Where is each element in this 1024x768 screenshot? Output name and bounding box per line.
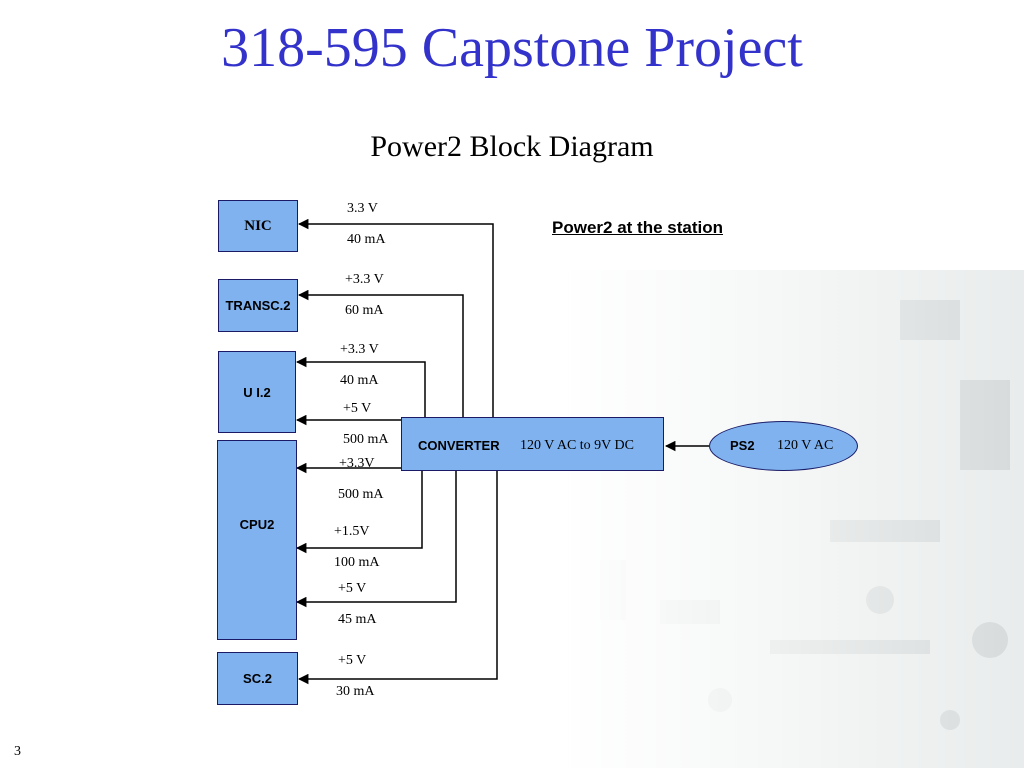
transc-power-line xyxy=(297,289,464,417)
cpu-label: CPU2 xyxy=(239,517,275,532)
ui-current-2: 500 mA xyxy=(343,432,389,447)
sc-block: SC.2 xyxy=(217,652,298,705)
ps2-block: PS2 120 V AC xyxy=(709,421,858,471)
cpu-voltage-2: +1.5V xyxy=(334,524,370,539)
page-number: 3 xyxy=(14,744,21,759)
ui-current-1: 40 mA xyxy=(340,373,379,388)
converter-spec: 120 V AC to 9V DC xyxy=(520,438,634,453)
cpu-block: CPU2 xyxy=(217,440,297,640)
converter-label: CONVERTER xyxy=(418,438,500,453)
diagram-subtitle: Power2 Block Diagram xyxy=(370,130,654,163)
nic-power-line xyxy=(297,218,494,417)
ui-label: U I.2 xyxy=(243,384,271,400)
sc-5v-line xyxy=(297,471,498,685)
station-label: Power2 at the station xyxy=(552,218,723,237)
sc-current: 30 mA xyxy=(336,684,375,699)
transc-current: 60 mA xyxy=(345,303,384,318)
ps2-spec: 120 V AC xyxy=(777,438,834,453)
cpu-current-1: 500 mA xyxy=(338,487,384,502)
ui-block: U I.2 xyxy=(218,351,296,433)
cpu-current-2: 100 mA xyxy=(334,555,380,570)
cpu-voltage-1: +3.3V xyxy=(339,456,375,471)
transc-block: TRANSC.2 xyxy=(218,279,298,332)
ui-voltage-2: +5 V xyxy=(343,401,372,416)
ui-voltage-1: +3.3 V xyxy=(340,342,379,357)
cpu-5v-line xyxy=(295,471,457,608)
sc-label: SC.2 xyxy=(243,671,272,686)
nic-voltage: 3.3 V xyxy=(347,201,378,216)
transc-voltage: +3.3 V xyxy=(345,272,384,287)
slide-title: 318-595 Capstone Project xyxy=(221,17,803,79)
sc-voltage: +5 V xyxy=(338,653,367,668)
cpu-voltage-3: +5 V xyxy=(338,581,367,596)
converter-block: CONVERTER 120 V AC to 9V DC xyxy=(401,417,664,471)
nic-label: NIC xyxy=(244,217,272,234)
cpu-1v5-line xyxy=(295,471,423,554)
nic-block: NIC xyxy=(218,200,298,252)
cpu-current-3: 45 mA xyxy=(338,612,377,627)
ps2-label: PS2 xyxy=(730,438,755,453)
nic-current: 40 mA xyxy=(347,232,386,247)
ui-3v3-line xyxy=(295,356,426,417)
transc-label: TRANSC.2 xyxy=(225,298,291,313)
